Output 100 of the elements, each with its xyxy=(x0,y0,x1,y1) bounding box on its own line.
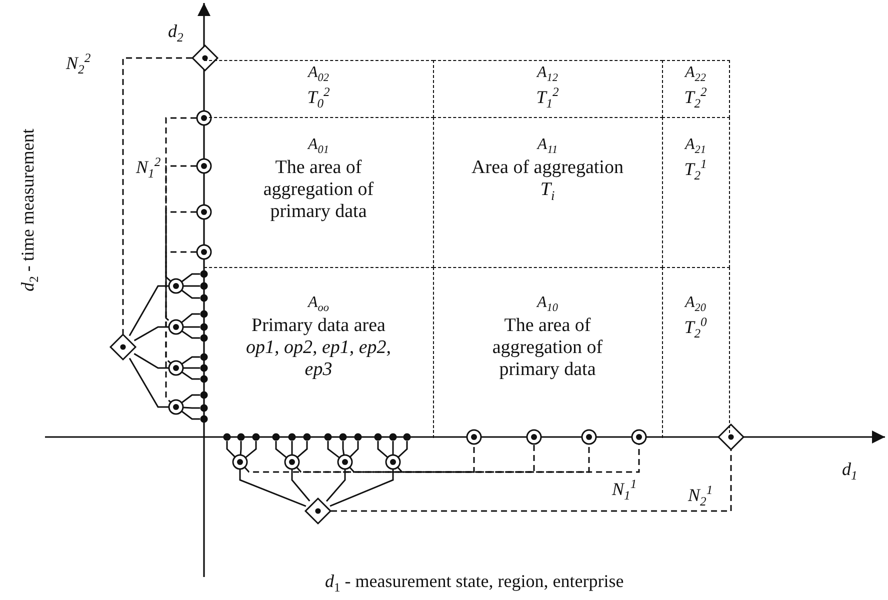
data-point xyxy=(200,391,208,399)
area-description: Area of aggregation xyxy=(472,157,624,179)
node-circle xyxy=(232,454,248,470)
node-circle xyxy=(168,360,184,376)
tree-line xyxy=(330,470,394,507)
node-circle xyxy=(526,429,542,445)
tree-line xyxy=(182,394,200,404)
data-point xyxy=(200,323,208,331)
node-circle xyxy=(284,454,300,470)
tree-line xyxy=(184,326,200,328)
tree-line xyxy=(392,441,394,454)
set-label: d$_{1}$ xyxy=(842,460,858,484)
data-point xyxy=(200,375,208,383)
dashed-link xyxy=(165,211,196,364)
node-circle xyxy=(581,429,597,445)
node-circle xyxy=(631,429,647,445)
area-cell xyxy=(433,117,663,268)
area-label: A$_{02}$ xyxy=(308,64,329,86)
data-point xyxy=(354,433,362,441)
data-point xyxy=(288,433,296,441)
data-point xyxy=(339,433,347,441)
tree-line xyxy=(398,441,408,458)
tree-line xyxy=(342,441,345,455)
area-cell xyxy=(204,267,434,438)
parameter-list: op1, op2, ep1, ep2, ep3 xyxy=(244,336,394,381)
data-point xyxy=(200,353,208,361)
area-cell xyxy=(662,117,730,268)
tree-line xyxy=(226,441,236,458)
node-circle xyxy=(196,110,212,126)
data-point xyxy=(237,433,245,441)
data-point xyxy=(374,433,382,441)
data-point xyxy=(200,415,208,423)
area-label: A$_{10}$ xyxy=(537,294,558,316)
node-circle xyxy=(196,158,212,174)
data-point xyxy=(303,433,311,441)
area-description: The area of aggregation of primary data xyxy=(262,157,375,223)
tree-line xyxy=(182,372,200,380)
tree-line xyxy=(134,353,168,369)
data-point xyxy=(223,433,231,441)
area-label: A$_{12}$ xyxy=(537,64,558,86)
tree-line xyxy=(184,367,200,369)
area-cell xyxy=(204,60,434,118)
tree-line xyxy=(245,441,257,458)
node-circle xyxy=(337,454,353,470)
data-point xyxy=(200,334,208,342)
area-label: A$_{22}$ xyxy=(685,64,706,86)
axis-title: d$_{1}$ - measurement state, region, enterprise xyxy=(325,572,624,596)
dashed-link xyxy=(165,165,196,323)
tree-line xyxy=(128,358,168,408)
node-circle xyxy=(196,204,212,220)
data-point xyxy=(200,364,208,372)
node-circle xyxy=(466,429,482,445)
node-circle xyxy=(385,454,401,470)
area-description: The area of aggregation of primary data xyxy=(491,315,604,381)
tree-line xyxy=(182,290,200,299)
tree-line xyxy=(182,273,200,282)
node-circle xyxy=(168,278,184,294)
area-cell xyxy=(204,117,434,268)
data-point xyxy=(200,282,208,290)
tree-line xyxy=(134,326,168,342)
tree-line xyxy=(291,441,293,454)
tree-line xyxy=(182,356,200,364)
tree-line xyxy=(182,330,200,339)
tree-line xyxy=(183,406,200,409)
data-point xyxy=(200,310,208,318)
set-label: d$_{2}$ xyxy=(168,22,184,46)
data-point xyxy=(200,404,208,412)
data-point xyxy=(389,433,397,441)
area-cell xyxy=(662,60,730,118)
tree-line xyxy=(291,470,310,502)
tree-line xyxy=(182,410,200,420)
area-label: A$_{20}$ xyxy=(685,294,706,316)
data-point xyxy=(252,433,260,441)
area-label: A$_{11}$ xyxy=(537,136,558,158)
dashed-link xyxy=(349,444,590,473)
dashed-link xyxy=(165,251,196,403)
tree-line xyxy=(239,470,306,507)
area-description: Primary data area xyxy=(252,315,386,337)
tree-line xyxy=(184,285,200,287)
node-diamond xyxy=(109,333,137,361)
tree-line xyxy=(326,470,346,502)
area-label: A$_{01}$ xyxy=(308,136,329,158)
data-point xyxy=(403,433,411,441)
data-point xyxy=(200,294,208,302)
tree-line xyxy=(377,441,388,458)
tree-line xyxy=(350,441,359,458)
node-diamond xyxy=(191,44,219,72)
tree-line xyxy=(327,441,340,458)
area-cell xyxy=(433,267,663,438)
dashed-link xyxy=(331,450,732,512)
data-point xyxy=(200,270,208,278)
data-point xyxy=(272,433,280,441)
area-label: A$_{oo}$ xyxy=(308,294,329,316)
area-label: A$_{21}$ xyxy=(685,136,706,158)
node-diamond xyxy=(304,497,332,525)
node-circle xyxy=(168,399,184,415)
node-diamond xyxy=(717,423,745,451)
area-symbol: T$_{i}$ xyxy=(540,178,555,203)
data-point xyxy=(324,433,332,441)
area-cell xyxy=(433,60,663,118)
